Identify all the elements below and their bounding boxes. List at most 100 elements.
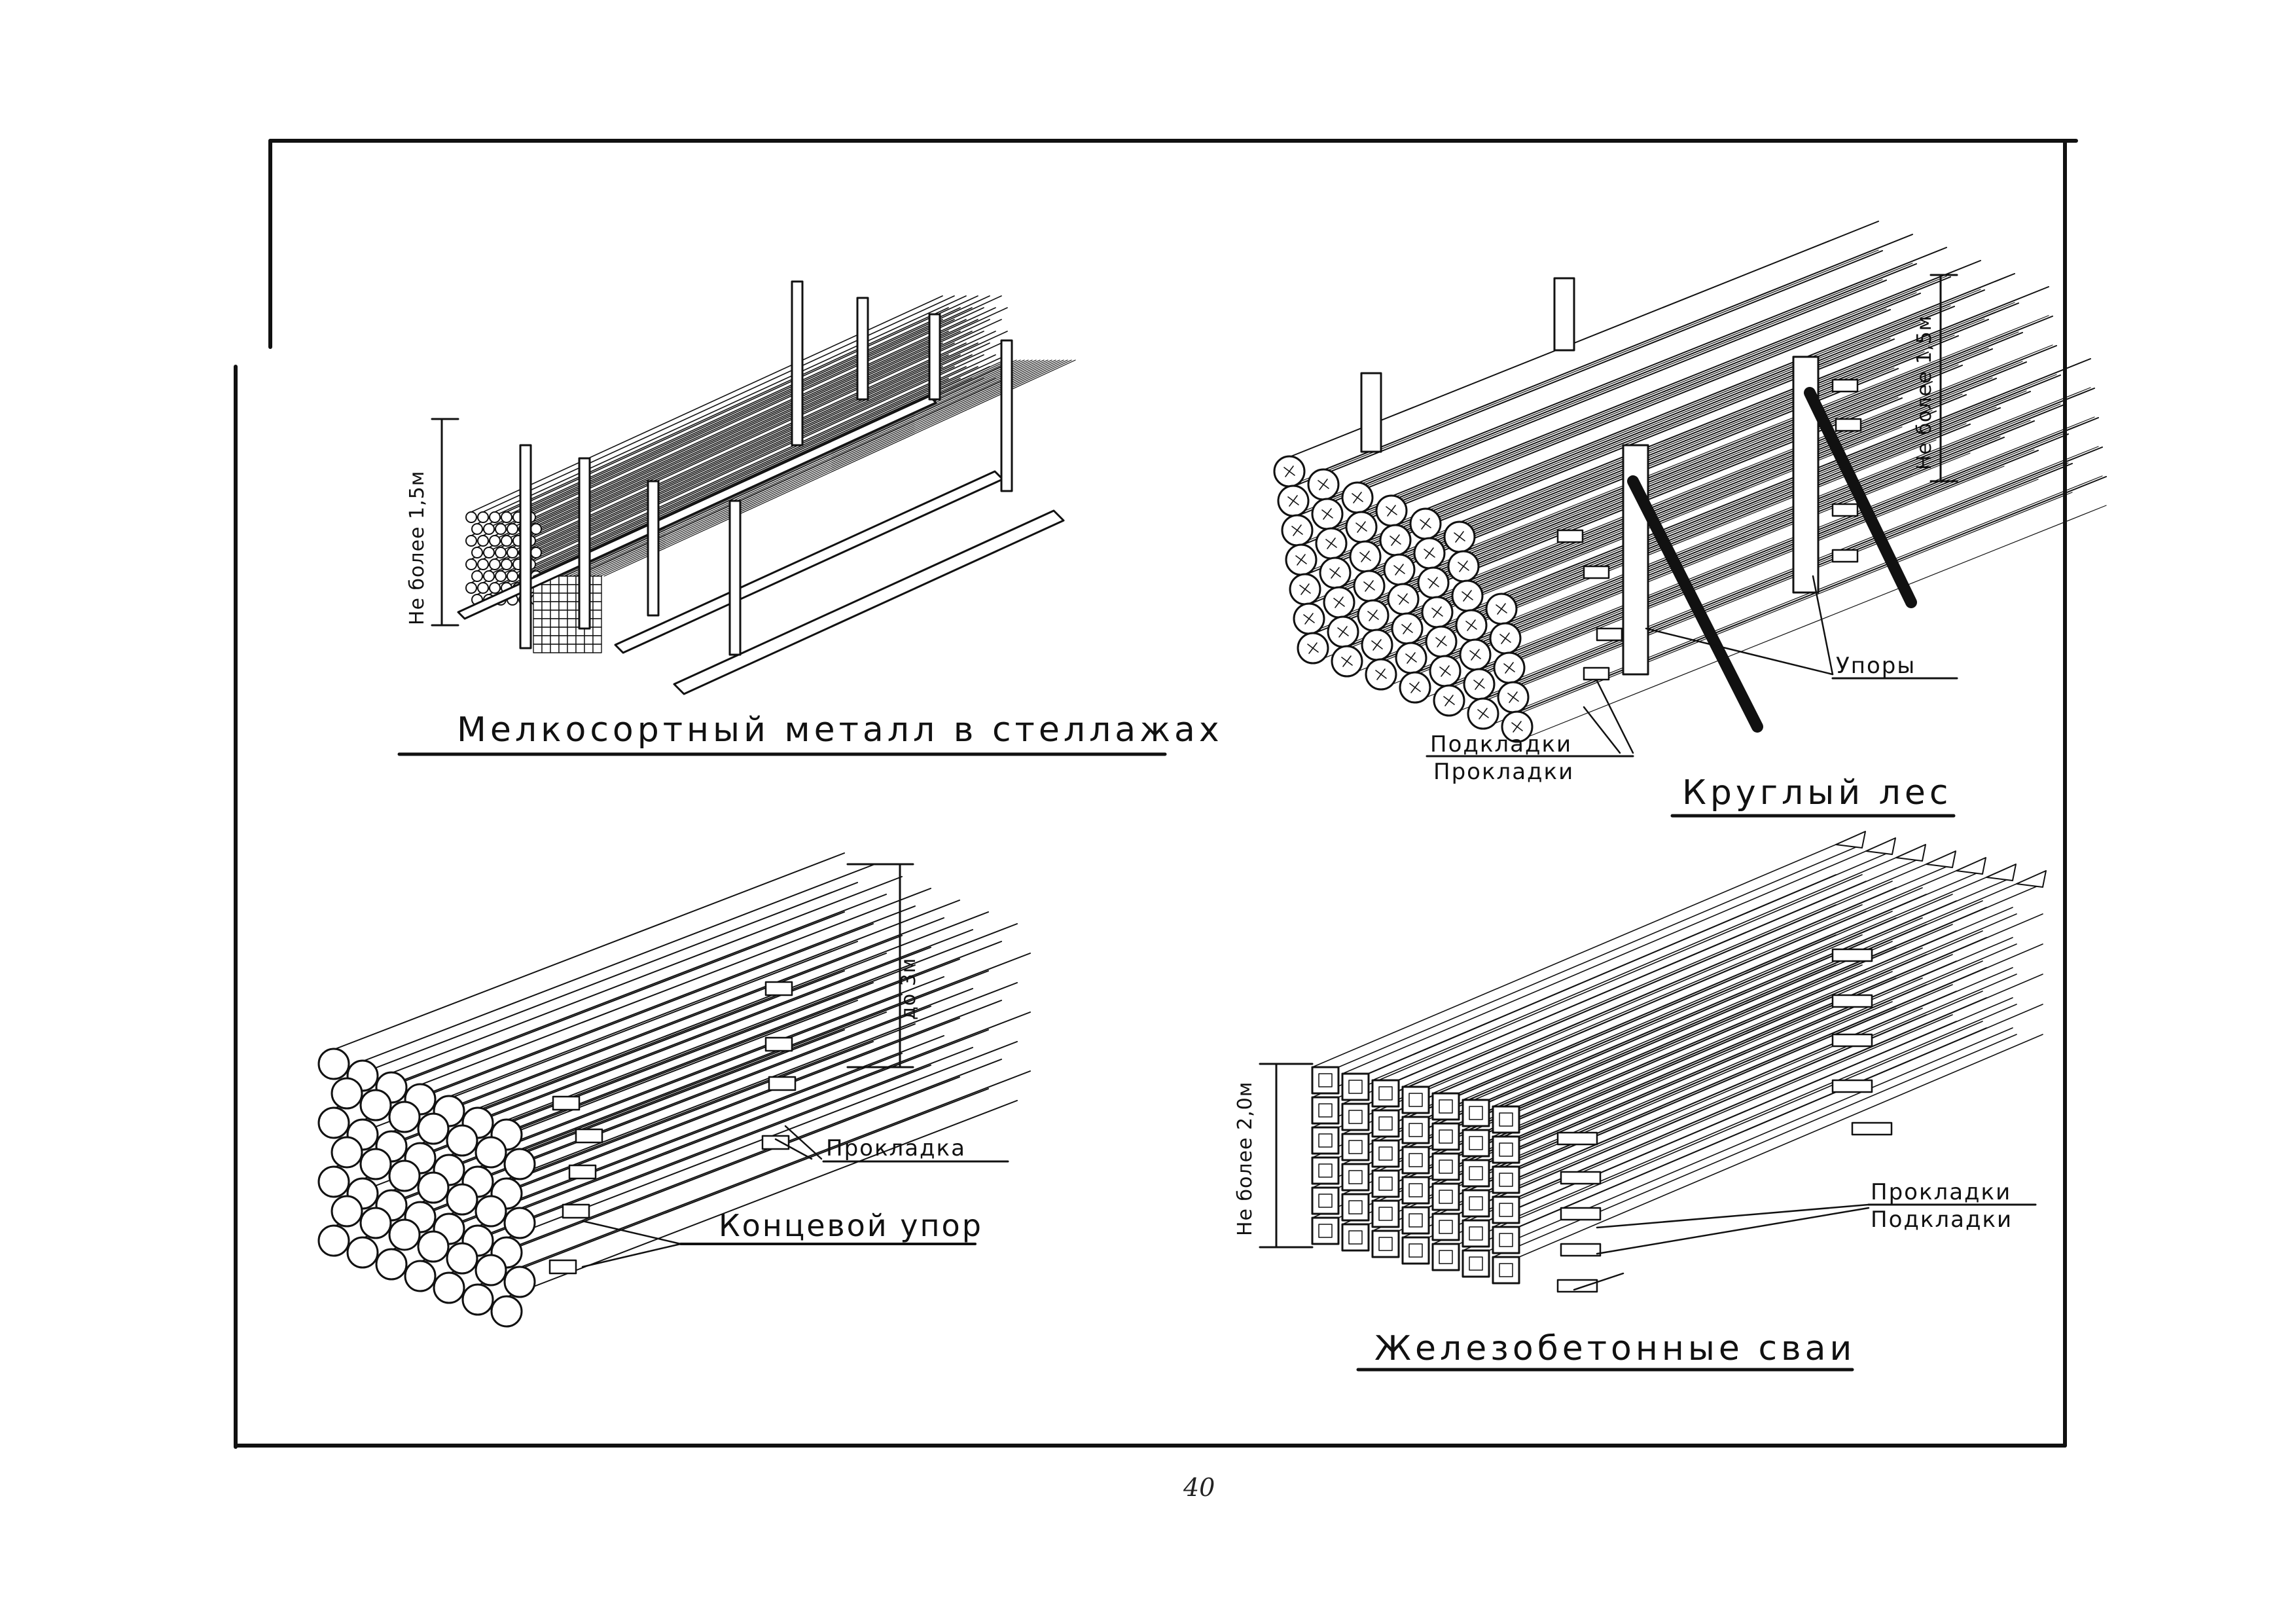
spacer-block [1831,1079,1873,1093]
bar-end [541,593,551,602]
panel-round-timber [1273,221,2107,754]
leader-line [1645,627,1834,676]
log-line [448,1017,960,1215]
log-line [1327,263,1917,500]
rod-line [529,342,1002,560]
bar-end [558,601,568,611]
rod-end [483,547,495,558]
pile-edge [1342,881,1867,1104]
bar-end [533,618,543,628]
log-line [375,894,887,1091]
log-crack [1308,642,1318,654]
log-end [359,1089,392,1122]
rod-line [482,295,955,513]
pad [1583,565,1610,579]
pile-end-inner [1439,1099,1453,1114]
pile-end-inner [1499,1112,1513,1127]
rod-end [477,535,489,547]
bar-line [600,359,1072,577]
log-line [1463,316,2053,553]
log-line [1433,361,2023,598]
log-line [448,958,960,1156]
pile-edge [1342,850,1867,1074]
rod-end [477,582,489,594]
log-line [1331,293,1921,530]
panel-concrete-piles [1259,831,2047,1293]
rod-line [506,342,978,560]
rack-post [856,297,869,401]
log-crack [1376,668,1386,680]
sheet-frame [234,139,2078,1449]
bar-end [558,593,568,602]
rod-line [482,319,955,536]
rod-line [512,307,984,524]
pile-end-inner [1499,1233,1513,1247]
bar-end [567,575,577,585]
log-line [1471,403,2061,640]
pile-edge [1492,883,2017,1107]
log-crack [1353,492,1362,503]
spacer-block [568,1164,597,1180]
bar-end [567,635,577,645]
pile-end [1341,1133,1370,1161]
pile-edge [1432,900,1957,1124]
pile-tip [1986,864,2017,881]
pile-end [1431,1152,1460,1181]
pile-end-inner [1318,1103,1333,1118]
rod-end [489,535,501,547]
pile-end-inner [1348,1230,1363,1245]
pad [1596,627,1623,642]
log-crack [1475,678,1484,690]
log-line [1407,378,1997,615]
spacer-block [764,1036,793,1052]
log-crack [1437,636,1446,647]
log-line [1441,420,2031,657]
label-supports: Упоры [1836,653,1916,679]
log-line [1391,289,1981,526]
log-line [461,988,973,1186]
log-end [346,1236,379,1269]
caption-metal: Мелкосортный металл в стеллажах [457,710,1223,750]
log-crack [1410,682,1420,693]
rack-post [647,480,660,617]
bar-end [567,610,577,619]
pile-edge [1402,864,1927,1087]
leader-line [1596,680,1634,754]
log-line [1437,390,2027,627]
bar-end [558,610,568,619]
pile-edge [1338,844,1863,1068]
bar-end [558,627,568,636]
pile-edge [1518,1034,2043,1258]
log-line [1323,234,1913,471]
bar-end [541,635,551,645]
label-pile-spacers: Прокладки [1871,1179,2011,1205]
log-crack [1331,567,1340,579]
label-spacer: Прокладка [826,1135,966,1161]
bar-end [541,618,551,628]
log-end [475,1254,507,1286]
pile-end-inner [1499,1263,1513,1277]
bar-end [533,593,543,602]
log-end [317,1106,350,1139]
pile-end-inner [1439,1250,1453,1264]
log-line [433,917,944,1115]
spacer-block [1560,1171,1602,1185]
pile-end-inner [1408,1243,1423,1258]
bar-end [558,635,568,645]
log-end [446,1183,478,1216]
bar-end [558,618,568,628]
bar-end [541,610,551,619]
log-line [506,923,1018,1121]
rod-end [507,570,518,582]
log-line [1516,505,2107,742]
rod-line [506,319,978,536]
rod-line [471,366,943,583]
spacer-block [764,981,793,996]
pile-end-inner [1408,1213,1423,1228]
log-line [1425,273,2015,510]
log-crack [1369,610,1378,621]
leader-line [784,1125,823,1160]
pile-edge [1462,937,1987,1161]
rod-end [507,523,518,535]
dimension-piles: Не более 2,0м [1234,1082,1257,1236]
